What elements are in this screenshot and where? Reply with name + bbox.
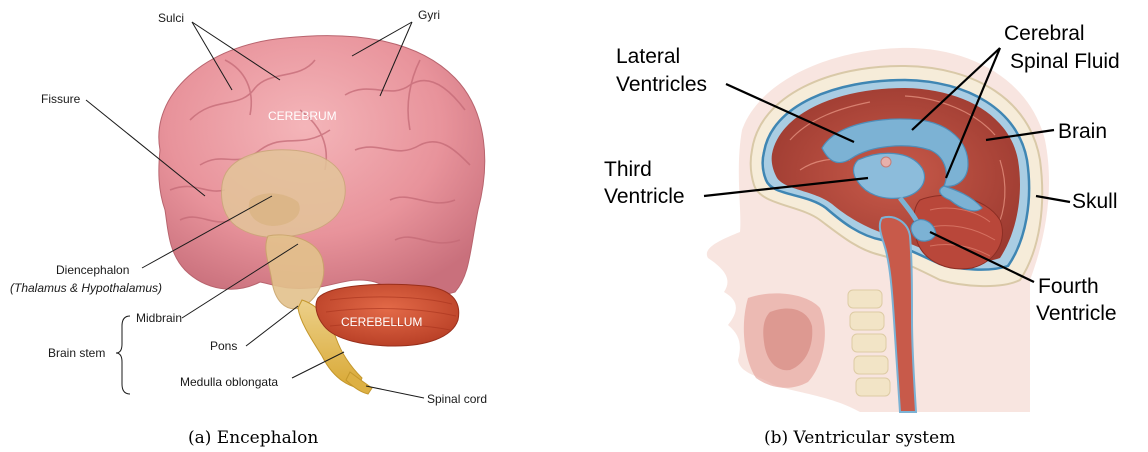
panel-b-ventricular: Lateral Ventricles Cerebral Spinal Fluid… xyxy=(604,22,1120,448)
label-csf-1: Cerebral xyxy=(1004,22,1085,45)
label-brain: Brain xyxy=(1058,120,1107,143)
label-spinal-cord: Spinal cord xyxy=(427,392,487,406)
panel-a-encephalon: Sulci Gyri Fissure CEREBRUM Diencephalon… xyxy=(10,8,487,448)
label-brain-stem: Brain stem xyxy=(48,346,105,360)
interthalamic-adhesion xyxy=(881,157,891,167)
label-fissure: Fissure xyxy=(41,92,81,106)
label-midbrain: Midbrain xyxy=(136,311,182,325)
label-lateral-2: Ventricles xyxy=(616,73,707,96)
label-diencephalon: Diencephalon xyxy=(56,263,129,277)
label-medulla: Medulla oblongata xyxy=(180,375,278,389)
label-lateral-1: Lateral xyxy=(616,45,680,68)
label-cerebrum: CEREBRUM xyxy=(268,109,337,123)
label-fourth-2: Ventricle xyxy=(1036,302,1117,325)
label-gyri: Gyri xyxy=(418,8,440,22)
label-third-1: Third xyxy=(604,158,652,181)
label-diencephalon-sub: (Thalamus & Hypothalamus) xyxy=(10,281,162,295)
label-pons: Pons xyxy=(210,339,237,353)
label-cerebellum: CEREBELLUM xyxy=(341,315,422,329)
caption-a: (a) Encephalon xyxy=(188,428,318,448)
label-sulci: Sulci xyxy=(158,11,184,25)
label-third-2: Ventricle xyxy=(604,185,685,208)
caption-b: (b) Ventricular system xyxy=(764,428,955,448)
label-skull: Skull xyxy=(1072,190,1118,213)
brain-stem-brace xyxy=(116,316,130,394)
label-fourth-1: Fourth xyxy=(1038,275,1099,298)
label-csf-2: Spinal Fluid xyxy=(1010,50,1120,73)
